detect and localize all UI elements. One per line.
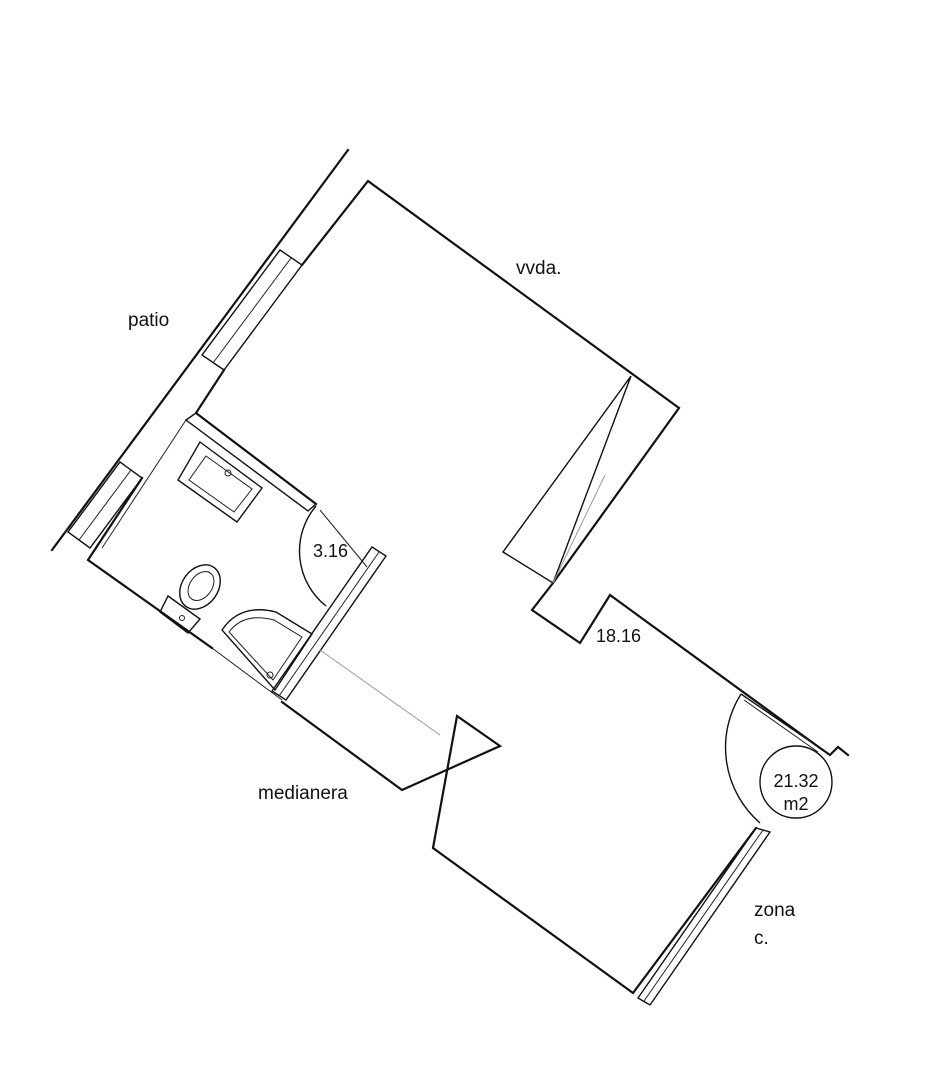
zona-label-2: c.: [754, 928, 769, 949]
medianera-label: medianera: [258, 783, 348, 804]
sink-icon: [177, 440, 263, 523]
main-room-area-label: 18.16: [596, 626, 641, 646]
total-area-circle: [759, 745, 833, 819]
bathroom-door-arc: [298, 505, 368, 607]
total-area-value: 21.32: [773, 771, 818, 791]
bathroom-walls: [101, 412, 441, 736]
total-area-unit: m2: [783, 794, 808, 814]
folding-door: [501, 375, 632, 585]
toilet-icon: [159, 564, 221, 634]
patio-label: patio: [128, 310, 169, 331]
zona-label: zona: [754, 900, 796, 921]
shower-icon: [221, 609, 313, 692]
bathroom-area-label: 3.16: [313, 541, 348, 561]
exterior-walls: [86, 179, 850, 995]
vvda-label: vvda.: [516, 258, 561, 279]
entry-door-arc: [636, 693, 821, 1006]
patio-facade: [50, 148, 350, 552]
